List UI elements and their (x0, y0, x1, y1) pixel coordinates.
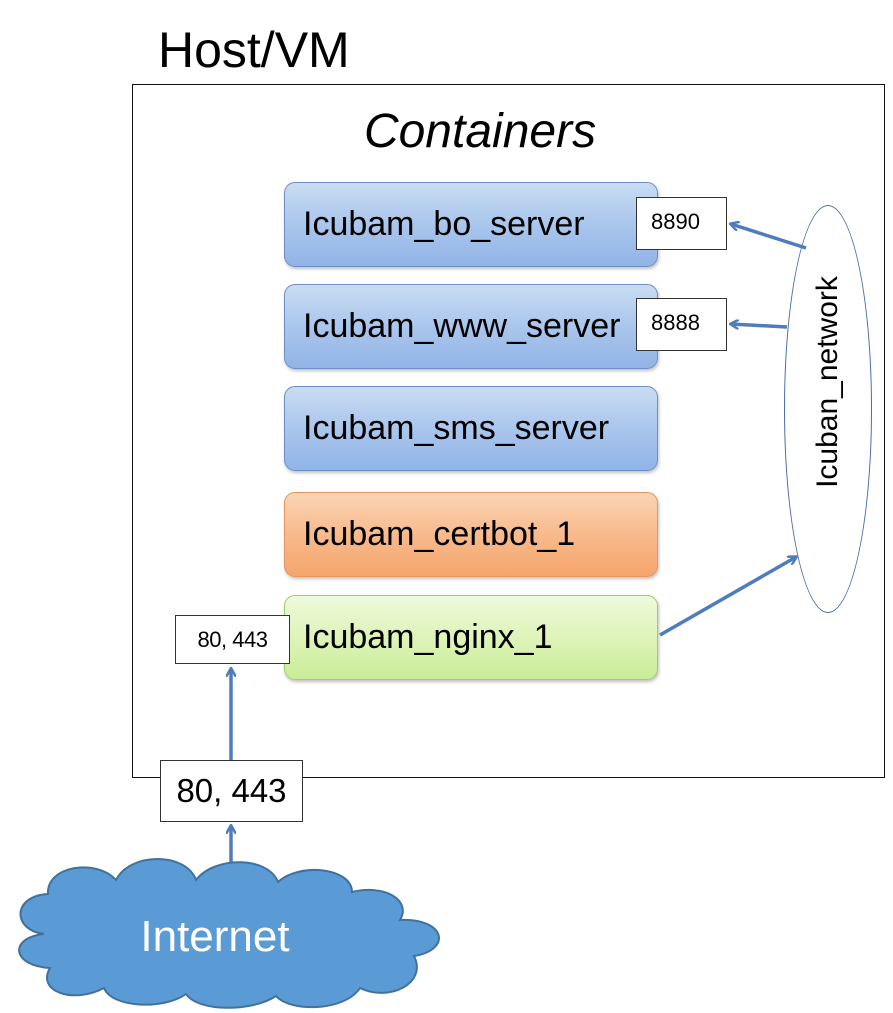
host-title: Host/VM (158, 22, 350, 78)
container-bo-server[interactable]: Icubam_bo_server (284, 182, 658, 267)
container-www-server-label: Icubam_www_server (303, 307, 621, 345)
network-ellipse[interactable] (784, 205, 872, 613)
network-label: Icuban_network (811, 276, 844, 488)
containers-title: Containers (363, 105, 597, 158)
container-nginx[interactable]: Icubam_nginx_1 (284, 595, 658, 680)
container-certbot-label: Icubam_certbot_1 (303, 515, 576, 553)
port-host: 80, 443 (160, 760, 303, 822)
internet-label: Internet (140, 912, 290, 961)
container-www-server[interactable]: Icubam_www_server (284, 284, 658, 369)
container-certbot[interactable]: Icubam_certbot_1 (284, 492, 658, 577)
port-bo-server: 8890 (636, 197, 727, 250)
port-nginx: 80, 443 (175, 615, 290, 664)
port-www-server: 8888 (636, 298, 727, 351)
container-sms-server[interactable]: Icubam_sms_server (284, 386, 658, 471)
container-sms-server-label: Icubam_sms_server (303, 409, 610, 447)
container-nginx-label: Icubam_nginx_1 (303, 618, 553, 656)
container-bo-server-label: Icubam_bo_server (303, 205, 585, 243)
